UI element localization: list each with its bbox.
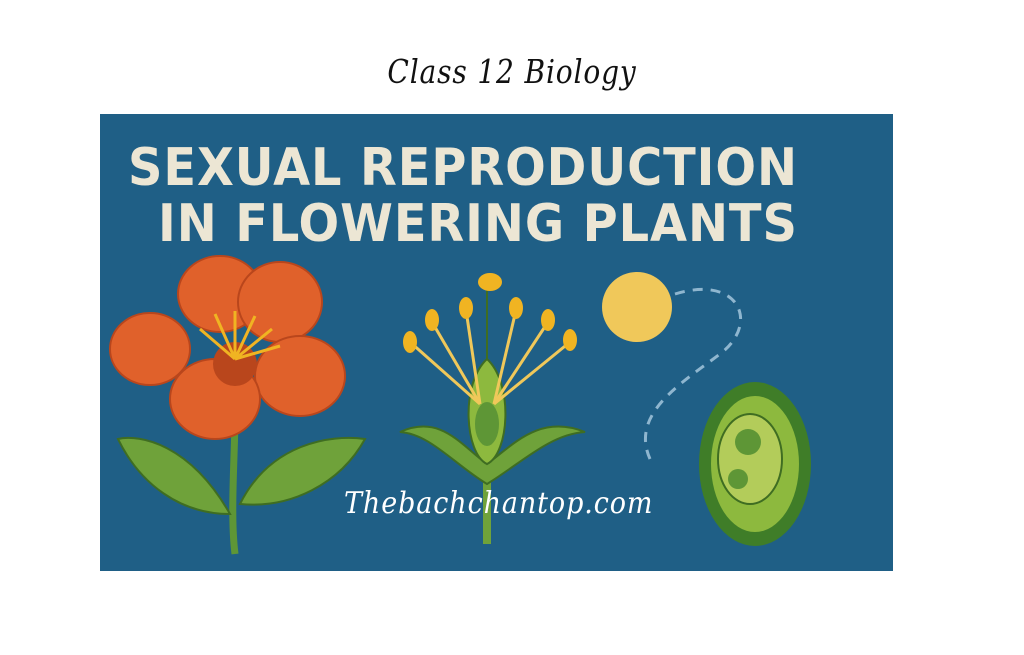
flower-icon [109,255,367,555]
headline-line-1: SEXUAL REPRODUCTION [128,138,798,198]
pistil-stamen-icon [399,273,586,544]
pollen-grain-icon [602,272,743,460]
page-title: Class 12 Biology [387,52,637,91]
watermark: Thebachchantop.com [344,486,654,521]
banner: SEXUAL REPRODUCTION IN FLOWERING PLANTS [100,114,893,571]
headline-line-2: IN FLOWERING PLANTS [158,194,798,254]
ovule-icon [699,382,811,546]
